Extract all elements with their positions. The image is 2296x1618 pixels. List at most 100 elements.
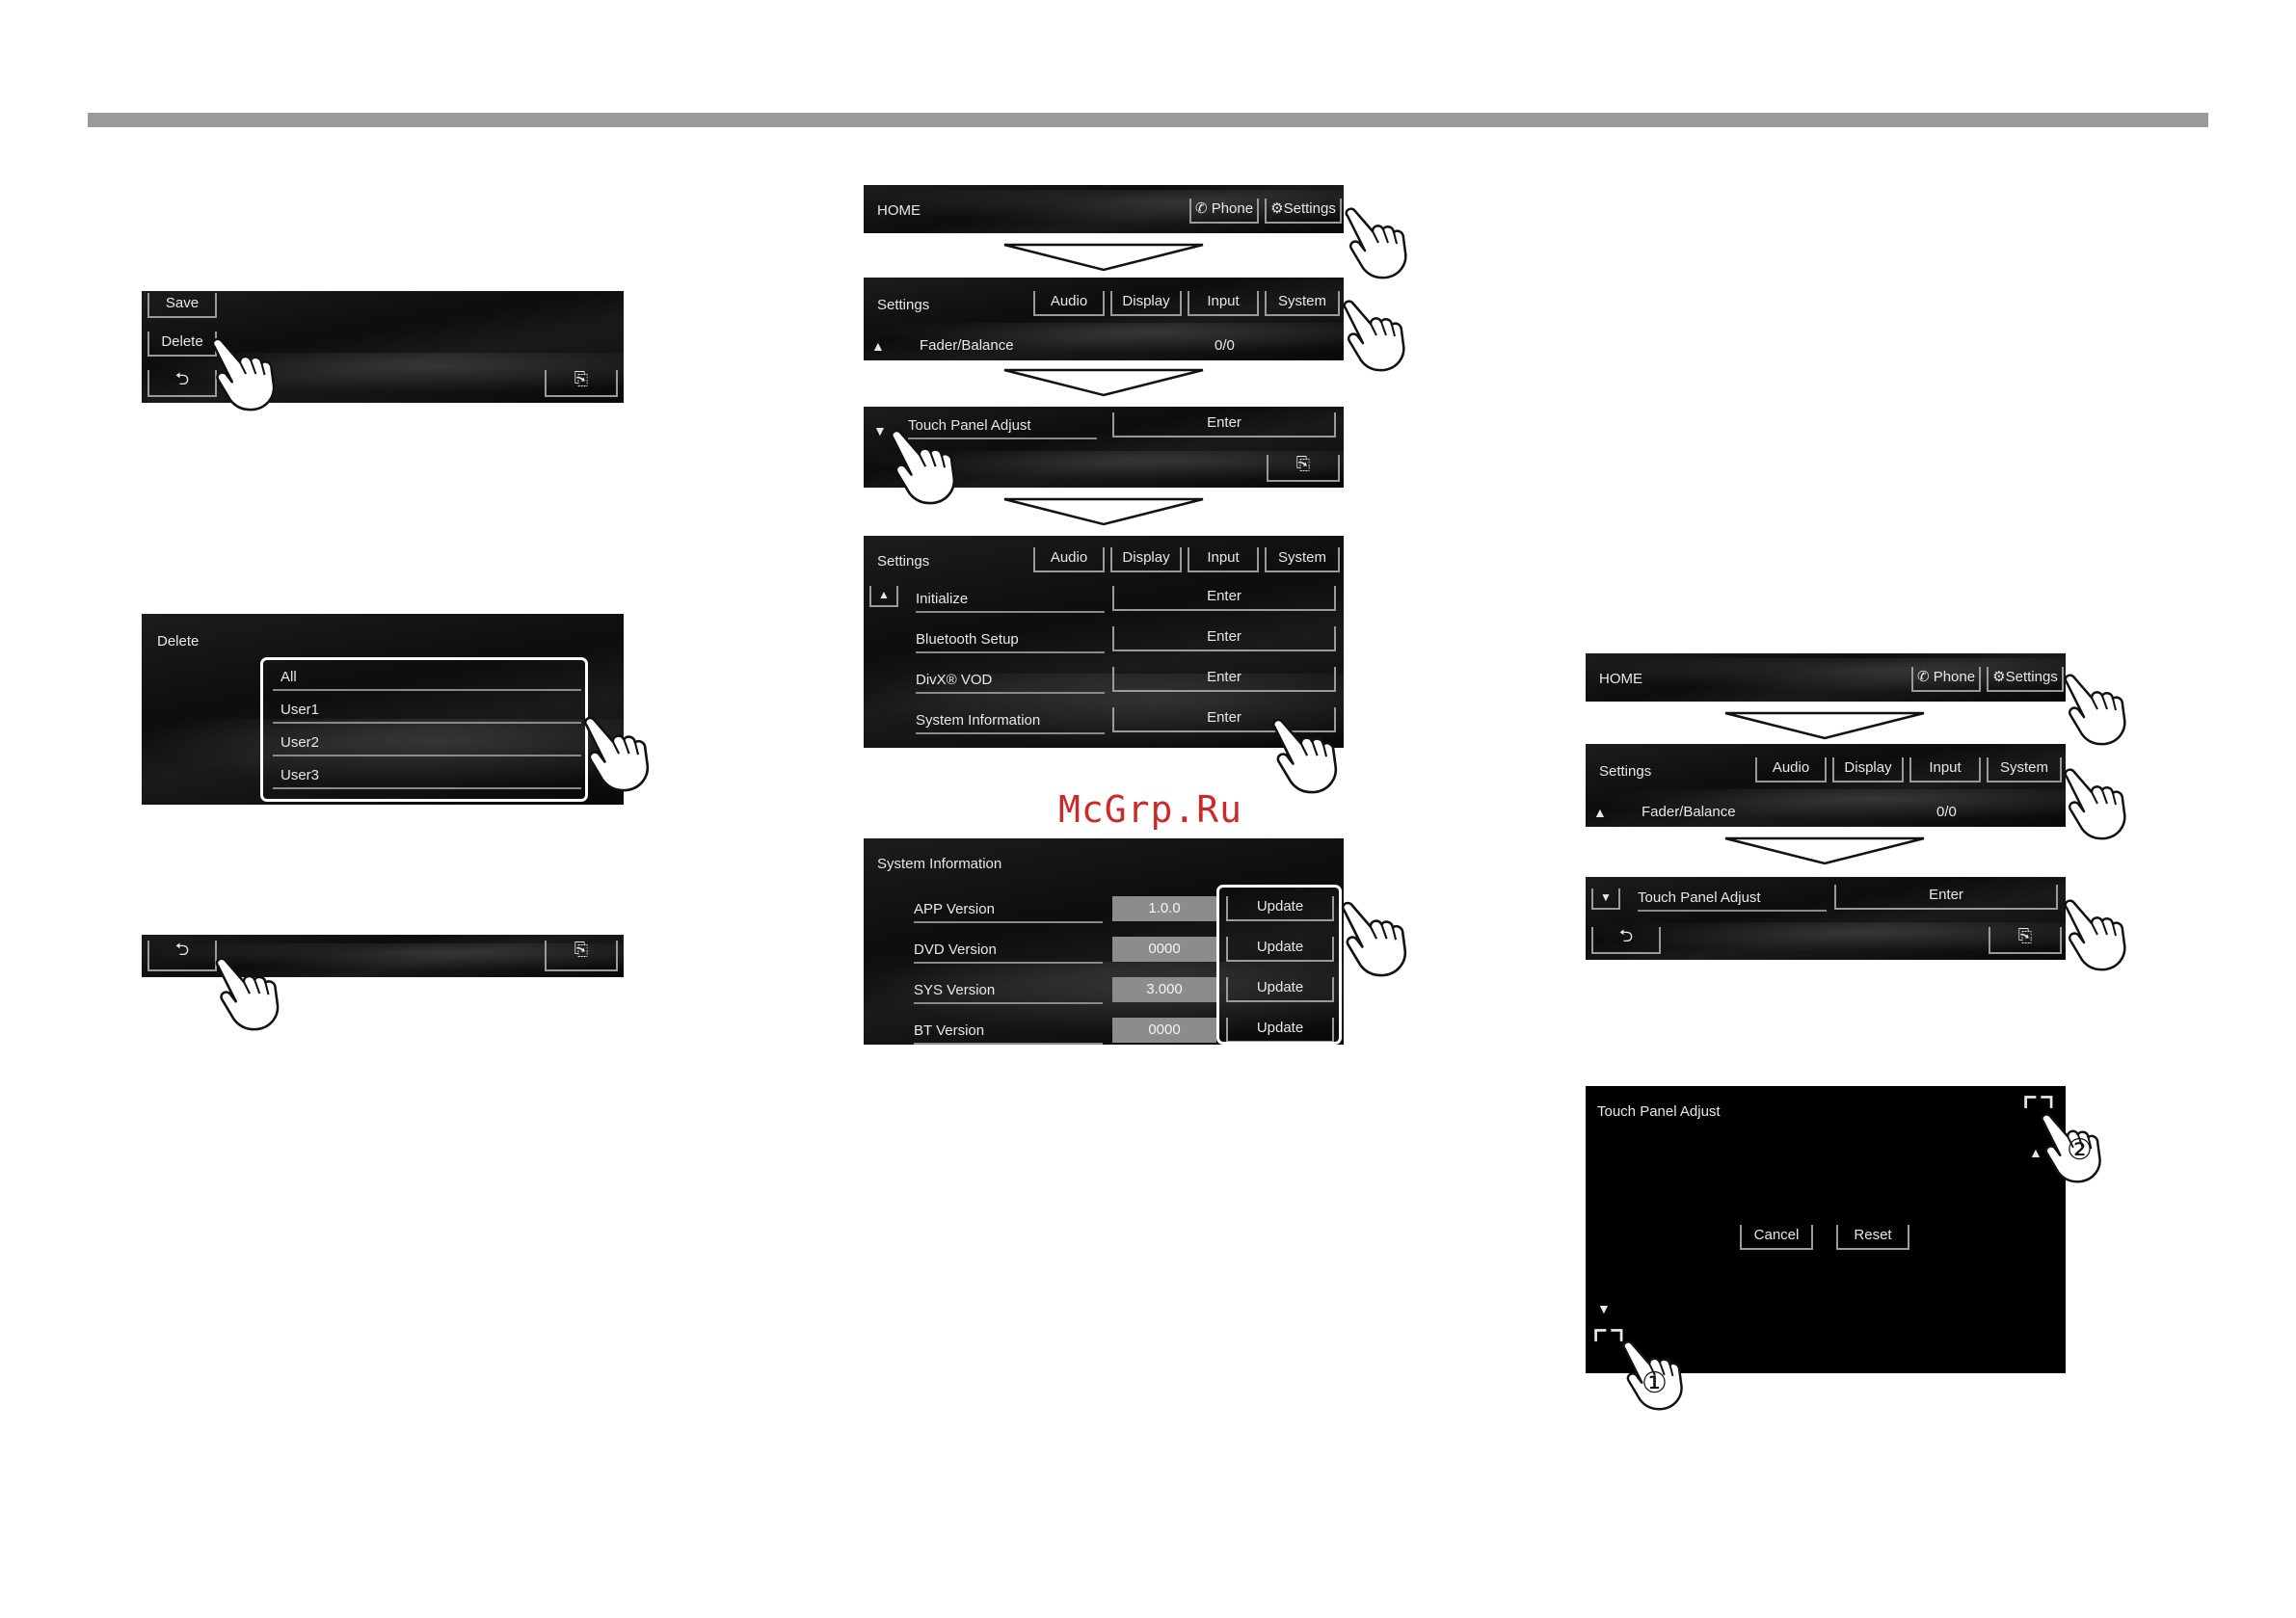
hand-pointer-icon	[208, 952, 287, 1031]
app-version-value: 1.0.0	[1112, 896, 1216, 921]
hand-pointer-icon	[576, 711, 657, 792]
right-home-bar: HOME ✆ Phone ⚙Settings	[1586, 653, 2066, 702]
hand-pointer-icon	[1338, 202, 1415, 279]
system-information-enter-button[interactable]: Enter	[1112, 707, 1336, 732]
settings-title: Settings	[877, 297, 930, 313]
initialize-enter-button[interactable]: Enter	[1112, 586, 1336, 611]
highlight-frame	[260, 657, 588, 802]
tab-input[interactable]: Input	[1188, 291, 1259, 316]
down-arrow	[1724, 836, 1925, 865]
phone-button[interactable]: ✆ Phone	[1189, 199, 1259, 224]
exit-button[interactable]: ⎘	[545, 941, 618, 971]
hand-pointer-icon	[204, 332, 283, 411]
hand-pointer-icon	[1336, 295, 1413, 372]
touch-panel-adjust-label: Touch Panel Adjust	[1638, 887, 1827, 912]
dvd-version-label: DVD Version	[914, 939, 1103, 964]
tab-audio[interactable]: Audio	[1755, 757, 1827, 782]
app-version-label: APP Version	[914, 898, 1103, 923]
tab-system[interactable]: System	[1987, 757, 2062, 782]
reset-button[interactable]: Reset	[1836, 1225, 1909, 1250]
back-button[interactable]: ⮌	[1591, 927, 1661, 954]
step-one-marker: ①	[1642, 1367, 1668, 1399]
settings-top-panel: Settings Audio Display Input System ▲ Fa…	[864, 278, 1344, 360]
tab-audio[interactable]: Audio	[1033, 291, 1105, 316]
phone-button[interactable]: ✆ Phone	[1911, 667, 1981, 692]
right-settings-panel: Settings Audio Display Input System ▲ Fa…	[1586, 744, 2066, 827]
gear-icon: ⚙	[1270, 200, 1284, 217]
hand-pointer-icon	[2057, 763, 2134, 840]
scroll-up-icon[interactable]: ▲	[1593, 805, 1607, 820]
scroll-down-icon[interactable]: ▼	[873, 423, 887, 438]
phone-icon: ✆	[1194, 200, 1208, 217]
divx-vod-enter-button[interactable]: Enter	[1112, 667, 1336, 692]
tab-audio[interactable]: Audio	[1033, 547, 1105, 572]
divx-vod-label: DivX® VOD	[916, 669, 1105, 694]
hand-pointer-icon	[1265, 713, 1346, 794]
list-item-user3[interactable]: User3	[273, 764, 581, 789]
fader-balance-value[interactable]: 0/0	[1215, 337, 1235, 354]
touch-panel-enter-button[interactable]: Enter	[1834, 885, 2058, 910]
back-arrow-icon: ⮌	[174, 940, 190, 959]
app-update-button[interactable]: Update	[1226, 896, 1334, 921]
settings-label: Settings	[2005, 669, 2058, 685]
back-button[interactable]: ⮌	[147, 941, 217, 971]
settings-title: Settings	[1599, 763, 1652, 780]
down-arrow	[1003, 368, 1204, 397]
list-item-user2[interactable]: User2	[273, 731, 581, 756]
right-touch-panel-row: ▼ Touch Panel Adjust Enter ⮌ ⎘	[1586, 877, 2066, 960]
sys-version-label: SYS Version	[914, 979, 1103, 1004]
settings-title: Settings	[877, 553, 930, 570]
fader-balance-value[interactable]: 0/0	[1936, 804, 1957, 820]
exit-button[interactable]: ⎘	[1267, 455, 1340, 482]
exit-icon: ⎘	[2017, 926, 2033, 945]
fader-balance-label: Fader/Balance	[1642, 804, 1736, 820]
settings-button[interactable]: ⚙Settings	[1987, 667, 2064, 692]
gear-icon: ⚙	[1992, 669, 2006, 685]
scroll-up-icon[interactable]: ▲	[871, 338, 885, 354]
tab-input[interactable]: Input	[1188, 547, 1259, 572]
phone-label: Phone	[1933, 669, 1976, 685]
list-item-user1[interactable]: User1	[273, 699, 581, 724]
crosshair-icon[interactable]: ⌜⌝	[1591, 1325, 1626, 1366]
watermark: McGrp.Ru	[1058, 788, 1243, 831]
back-arrow-icon: ⮌	[1618, 926, 1634, 945]
scroll-up-button[interactable]: ▲	[869, 586, 898, 607]
hand-pointer-icon	[2057, 894, 2134, 971]
dvd-version-value: 0000	[1112, 937, 1216, 962]
touch-panel-adjust-screen: Touch Panel Adjust ⌜⌝ ▲ Cancel Reset ▼ ⌜…	[1586, 1086, 2066, 1373]
tab-display[interactable]: Display	[1110, 291, 1182, 316]
bt-version-label: BT Version	[914, 1020, 1103, 1045]
scroll-down-button[interactable]: ▼	[1591, 889, 1620, 910]
sys-update-button[interactable]: Update	[1226, 977, 1334, 1002]
list-item-all[interactable]: All	[273, 666, 581, 691]
touch-panel-enter-button[interactable]: Enter	[1112, 412, 1336, 438]
home-title: HOME	[877, 202, 921, 219]
phone-icon: ✆	[1916, 669, 1930, 685]
back-button[interactable]: ⮌	[147, 370, 217, 397]
down-arrow	[1003, 497, 1204, 526]
step-two-marker: ②	[2067, 1134, 2093, 1166]
home-title: HOME	[1599, 671, 1642, 687]
tab-system[interactable]: System	[1265, 547, 1340, 572]
highlight-frame	[1216, 885, 1342, 1045]
bluetooth-setup-enter-button[interactable]: Enter	[1112, 626, 1336, 651]
bluetooth-setup-label: Bluetooth Setup	[916, 628, 1105, 653]
exit-button[interactable]: ⎘	[545, 370, 618, 397]
dvd-update-button[interactable]: Update	[1226, 937, 1334, 962]
system-information-title: System Information	[877, 856, 1002, 872]
tab-system[interactable]: System	[1265, 291, 1340, 316]
exit-button[interactable]: ⎘	[1989, 927, 2062, 954]
settings-button[interactable]: ⚙Settings	[1265, 199, 1342, 224]
tab-input[interactable]: Input	[1909, 757, 1981, 782]
down-arrow	[1003, 243, 1204, 272]
scroll-down-icon: ▼	[1600, 890, 1612, 904]
sys-version-value: 3.000	[1112, 977, 1216, 1002]
tab-display[interactable]: Display	[1110, 547, 1182, 572]
cancel-button[interactable]: Cancel	[1740, 1225, 1813, 1250]
exit-icon: ⎘	[574, 369, 589, 388]
tab-display[interactable]: Display	[1832, 757, 1904, 782]
back-arrow-icon: ⮌	[174, 369, 190, 388]
save-button[interactable]: Save	[147, 293, 217, 318]
scroll-up-icon: ▲	[878, 588, 890, 601]
touch-panel-adjust-label: Touch Panel Adjust	[908, 414, 1097, 439]
